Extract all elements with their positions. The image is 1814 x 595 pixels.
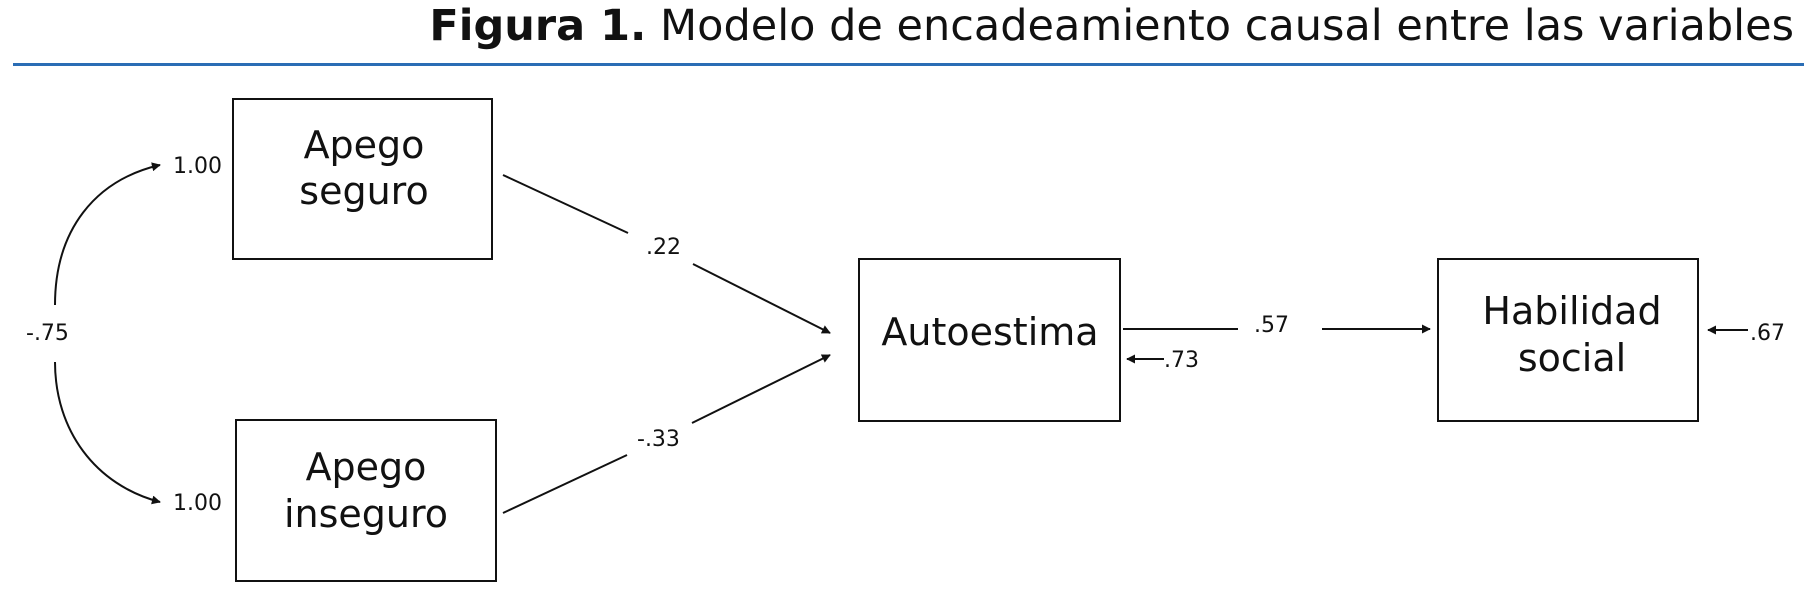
node-apego-inseguro: Apego inseguro xyxy=(235,419,497,582)
coef-autoestima-habilidad: .57 xyxy=(1254,313,1289,338)
coef-error-habilidad: .67 xyxy=(1750,321,1785,346)
path-seguro-autoestima-a xyxy=(502,174,629,234)
figure-label: Figura 1. xyxy=(429,1,647,51)
coef-variance-seguro: 1.00 xyxy=(173,154,222,179)
path-inseguro-autoestima-a xyxy=(502,454,628,514)
path-inseguro-autoestima-b xyxy=(691,354,831,424)
coef-inseguro-autoestima: -.33 xyxy=(637,427,680,452)
node-autoestima-label: Autoestima xyxy=(881,310,1098,354)
figure-title: Modelo de encadeamiento causal entre las… xyxy=(660,1,1794,51)
caption-divider xyxy=(13,63,1804,66)
node-apego-seguro-line2: seguro xyxy=(299,169,428,213)
node-apego-seguro: Apego seguro xyxy=(232,98,493,260)
node-apego-inseguro-line1: Apego xyxy=(306,445,427,489)
path-seguro-autoestima-b xyxy=(692,263,831,334)
coef-covariance: -.75 xyxy=(26,321,69,346)
node-habilidad-social-line1: Habilidad xyxy=(1482,289,1661,333)
covariance-arc-bottom xyxy=(54,361,161,505)
node-apego-inseguro-line2: inseguro xyxy=(284,492,448,536)
figure-caption: Figura 1. Modelo de encadeamiento causal… xyxy=(429,1,1794,51)
node-habilidad-social-line2: social xyxy=(1518,336,1626,380)
covariance-arc-top xyxy=(54,162,161,306)
coef-error-autoestima: .73 xyxy=(1164,348,1199,373)
node-habilidad-social: Habilidad social xyxy=(1437,258,1699,422)
coef-seguro-autoestima: .22 xyxy=(646,235,681,260)
node-autoestima: Autoestima xyxy=(858,258,1121,422)
coef-variance-inseguro: 1.00 xyxy=(173,491,222,516)
node-apego-seguro-line1: Apego xyxy=(304,123,425,167)
